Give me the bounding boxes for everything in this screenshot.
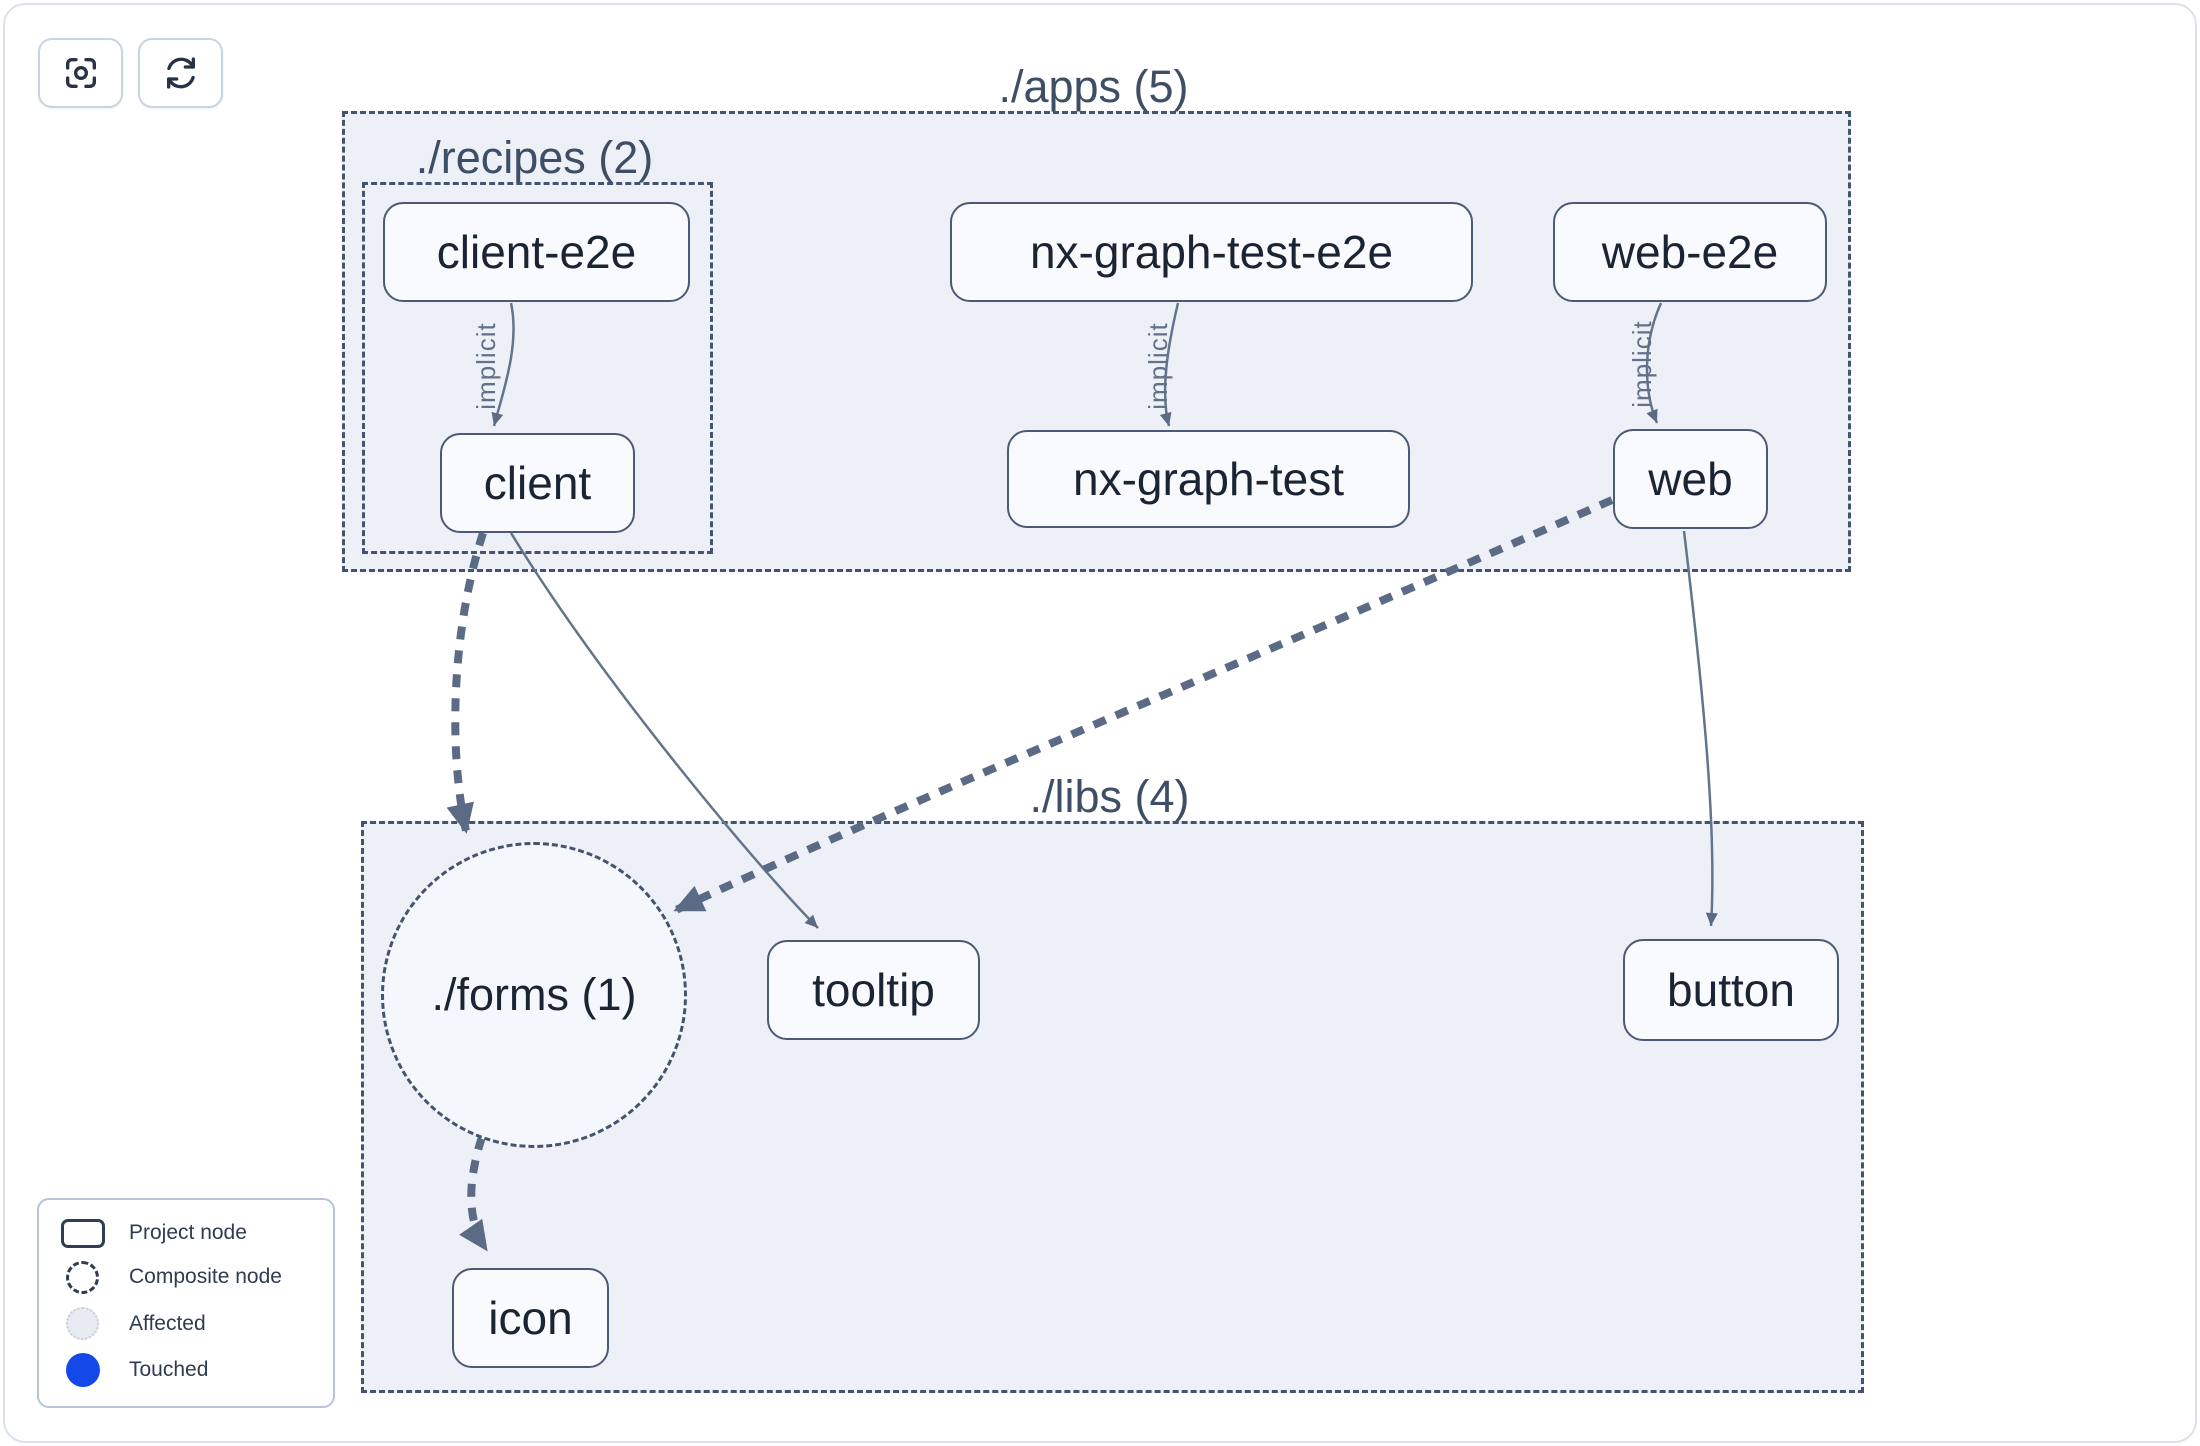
group-label-libs: ./libs (4) <box>1029 771 1190 822</box>
project-node-symbol <box>61 1218 119 1248</box>
node-icon[interactable]: icon <box>452 1268 609 1368</box>
node-tooltip[interactable]: tooltip <box>767 940 980 1040</box>
group-label-recipes: ./recipes (2) <box>415 132 654 183</box>
edge-label-implicit: implicit <box>470 322 501 410</box>
legend: Project node Composite node Affected Tou… <box>37 1198 335 1408</box>
focus-button[interactable] <box>38 38 123 108</box>
legend-row-touched: Touched <box>61 1353 323 1388</box>
node-button[interactable]: button <box>1623 939 1839 1041</box>
legend-label: Affected <box>129 1311 206 1335</box>
refresh-button[interactable] <box>138 38 223 108</box>
node-client-e2e[interactable]: client-e2e <box>383 202 690 302</box>
composite-node-symbol <box>61 1260 119 1294</box>
node-web[interactable]: web <box>1613 429 1768 529</box>
composite-node-label: ./forms (1) <box>431 969 637 1020</box>
group-label-apps: ./apps (5) <box>998 61 1189 112</box>
node-client[interactable]: client <box>440 433 635 533</box>
node-nx-graph-test[interactable]: nx-graph-test <box>1007 430 1410 528</box>
touched-symbol <box>61 1353 119 1388</box>
refresh-icon <box>166 57 195 89</box>
edge-label-implicit: implicit <box>1626 320 1657 408</box>
legend-row-affected: Affected <box>61 1307 323 1341</box>
legend-label: Composite node <box>129 1265 282 1289</box>
focus-icon <box>65 58 96 89</box>
edge-label-implicit: implicit <box>1142 322 1173 410</box>
node-nx-graph-test-e2e[interactable]: nx-graph-test-e2e <box>950 202 1473 302</box>
legend-label: Project node <box>129 1221 247 1245</box>
affected-symbol <box>61 1307 119 1341</box>
node-web-e2e[interactable]: web-e2e <box>1553 202 1827 302</box>
legend-row-project: Project node <box>61 1218 323 1248</box>
legend-label: Touched <box>129 1358 209 1382</box>
legend-row-composite: Composite node <box>61 1260 323 1294</box>
composite-node-forms[interactable]: ./forms (1) <box>381 842 687 1148</box>
